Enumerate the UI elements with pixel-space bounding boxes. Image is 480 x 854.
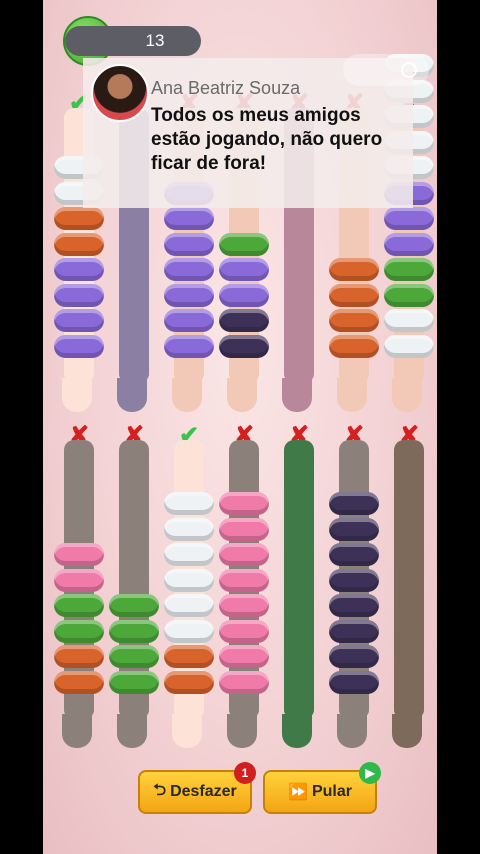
ring-orange xyxy=(329,283,379,307)
ring-purple xyxy=(54,258,104,281)
ring-orange xyxy=(54,645,104,668)
ring-purple xyxy=(164,283,214,307)
ring-purple xyxy=(164,207,214,230)
foot xyxy=(172,714,202,748)
ring-white xyxy=(164,543,214,566)
ring-pink xyxy=(54,568,104,592)
ring-white xyxy=(164,492,214,515)
foot xyxy=(62,714,92,748)
ring-pink xyxy=(219,568,269,592)
ring-pink xyxy=(219,670,269,694)
foot xyxy=(392,378,422,412)
ring-purple xyxy=(384,232,434,256)
foot xyxy=(282,714,312,748)
ring-dark xyxy=(219,334,269,358)
skip-button[interactable]: ⏩ Pular ▶ xyxy=(263,762,381,814)
ring-purple xyxy=(164,309,214,332)
ring-dark xyxy=(329,645,379,668)
ring-purple xyxy=(54,309,104,332)
ring-dark xyxy=(329,619,379,643)
ring-green xyxy=(109,594,159,617)
ring-orange xyxy=(329,334,379,358)
eye-toggle-button[interactable] xyxy=(343,54,429,86)
foot xyxy=(282,378,312,412)
ring-dark xyxy=(329,517,379,541)
ring-pink xyxy=(219,517,269,541)
ring-white xyxy=(164,594,214,617)
ring-green xyxy=(54,594,104,617)
game-board: ✔✘✘✘✘✘✘✘✘✔✘✘✘✘ ✿ 13 Ana Beatriz Souza To… xyxy=(43,0,437,854)
foot xyxy=(337,714,367,748)
undo-arrow-icon: ⮌ xyxy=(153,781,167,799)
undo-count-badge: 1 xyxy=(234,762,256,784)
ring-dark xyxy=(329,568,379,592)
level-number: 13 xyxy=(145,31,165,50)
ring-pink xyxy=(219,594,269,617)
ring-orange xyxy=(54,670,104,694)
ring-green xyxy=(109,645,159,668)
ring-orange xyxy=(329,258,379,281)
ring-green xyxy=(384,258,434,281)
foot xyxy=(227,378,257,412)
foot xyxy=(227,714,257,748)
ring-orange xyxy=(54,232,104,256)
leg xyxy=(284,440,314,718)
ring-green xyxy=(219,232,269,256)
ring-white xyxy=(164,619,214,643)
ring-pink xyxy=(219,619,269,643)
ring-white xyxy=(164,517,214,541)
notification-author: Ana Beatriz Souza xyxy=(151,78,301,98)
ring-purple xyxy=(219,283,269,307)
ring-dark xyxy=(219,309,269,332)
foot xyxy=(62,378,92,412)
ring-purple xyxy=(54,283,104,307)
ring-purple xyxy=(164,258,214,281)
ring-dark xyxy=(329,492,379,515)
ring-dark xyxy=(329,543,379,566)
ring-orange xyxy=(329,309,379,332)
foot xyxy=(117,714,147,748)
leg xyxy=(394,440,424,718)
avatar xyxy=(91,64,149,122)
undo-label: Desfazer xyxy=(170,783,237,800)
video-icon: ▶ xyxy=(359,762,381,784)
foot xyxy=(172,378,202,412)
notification-banner[interactable]: Ana Beatriz Souza Todos os meus amigos e… xyxy=(83,58,413,208)
ring-purple xyxy=(219,258,269,281)
ring-purple xyxy=(164,232,214,256)
ring-white xyxy=(164,568,214,592)
ring-white xyxy=(384,334,434,358)
ring-pink xyxy=(219,543,269,566)
ring-green xyxy=(384,283,434,307)
foot xyxy=(337,378,367,412)
ring-pink xyxy=(219,645,269,668)
ring-green xyxy=(54,619,104,643)
ring-green xyxy=(109,619,159,643)
ring-orange xyxy=(164,670,214,694)
ring-purple xyxy=(384,207,434,230)
fast-forward-icon: ⏩ xyxy=(288,784,308,801)
ring-dark xyxy=(329,594,379,617)
foot xyxy=(117,378,147,412)
ring-purple xyxy=(164,334,214,358)
level-bar: 13 xyxy=(65,26,201,56)
ring-pink xyxy=(54,543,104,566)
ring-white xyxy=(384,309,434,332)
ring-pink xyxy=(219,492,269,515)
notification-message: Todos os meus amigos estão jogando, não … xyxy=(151,105,383,174)
skip-label: Pular xyxy=(311,783,352,800)
ring-purple xyxy=(54,334,104,358)
eye-toggle-icon xyxy=(401,62,417,78)
ring-orange xyxy=(54,207,104,230)
foot xyxy=(392,714,422,748)
ring-dark xyxy=(329,670,379,694)
undo-button[interactable]: ⮌ Desfazer 1 xyxy=(138,762,256,814)
ring-orange xyxy=(164,645,214,668)
ring-green xyxy=(109,670,159,694)
